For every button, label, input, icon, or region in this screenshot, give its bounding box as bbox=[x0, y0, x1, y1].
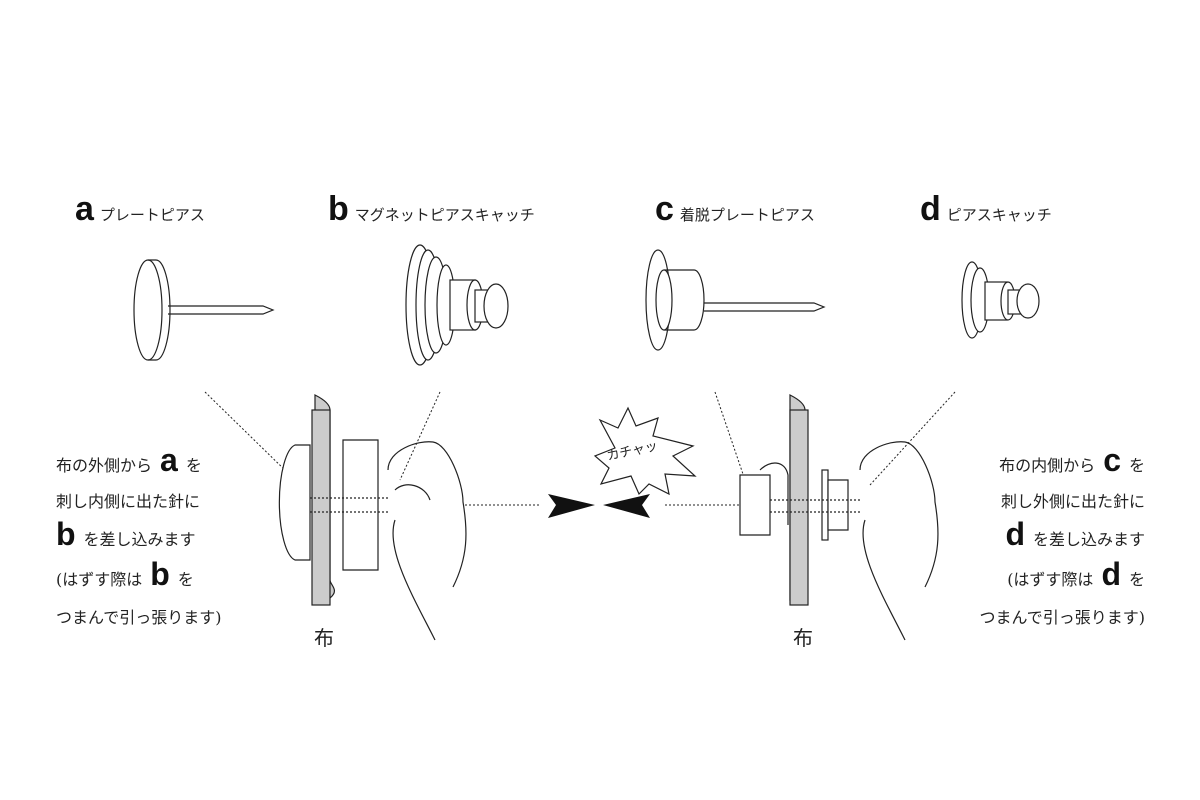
item-a-title: a プレートピアス bbox=[75, 190, 205, 229]
text: (はずす際は bbox=[56, 570, 143, 589]
text: 布の外側から bbox=[56, 456, 153, 475]
detachable-plate-pierce-c-illustration bbox=[645, 249, 826, 351]
text: を差し込みます bbox=[1032, 530, 1145, 549]
plate-pierce-a-illustration bbox=[133, 259, 275, 361]
right-instruction-line-5: つまんで引っ張ります) bbox=[980, 604, 1145, 628]
item-letter: b bbox=[150, 556, 170, 592]
left-instruction-line-3: b を差し込みます bbox=[56, 516, 196, 553]
item-letter: d bbox=[920, 190, 941, 228]
text: 刺し外側に出た針に bbox=[1000, 492, 1145, 511]
text: を差し込みます bbox=[83, 530, 196, 549]
right-instruction-line-3: d を差し込みます bbox=[1005, 516, 1145, 553]
text: つまんで引っ張ります) bbox=[56, 608, 222, 627]
text: を bbox=[1128, 570, 1145, 589]
item-label: プレートピアス bbox=[99, 206, 205, 224]
left-assembly-illustration bbox=[278, 394, 467, 641]
left-arrow-icon bbox=[603, 494, 650, 518]
item-d-title: d ピアスキャッチ bbox=[920, 190, 1052, 229]
text: を bbox=[177, 570, 194, 589]
magnet-catch-b-illustration bbox=[405, 244, 509, 366]
fabric-label-left: 布 bbox=[314, 626, 334, 650]
item-letter: a bbox=[75, 190, 94, 228]
click-burst-icon bbox=[593, 406, 697, 496]
left-instruction-line-5: つまんで引っ張ります) bbox=[56, 604, 221, 628]
item-letter: a bbox=[160, 442, 178, 478]
item-b-title: b マグネットピアスキャッチ bbox=[328, 190, 535, 229]
item-letter: d bbox=[1101, 556, 1121, 592]
item-label: ピアスキャッチ bbox=[946, 206, 1052, 224]
item-label: 着脱プレートピアス bbox=[679, 206, 815, 224]
item-letter: d bbox=[1005, 516, 1025, 552]
text: 刺し内側に出た針に bbox=[56, 492, 201, 511]
item-letter: b bbox=[56, 516, 76, 552]
item-label: マグネットピアスキャッチ bbox=[354, 206, 535, 224]
right-assembly-illustration bbox=[739, 394, 939, 641]
text: を bbox=[1128, 456, 1145, 475]
text: (はずす際は bbox=[1007, 570, 1094, 589]
text: つまんで引っ張ります) bbox=[979, 608, 1145, 627]
item-letter: c bbox=[1103, 442, 1121, 478]
item-letter: c bbox=[655, 190, 674, 228]
arrows bbox=[548, 494, 650, 518]
text: 布の内側から bbox=[999, 456, 1096, 475]
text: を bbox=[185, 456, 202, 475]
right-arrow-icon bbox=[548, 494, 595, 518]
item-c-title: c 着脱プレートピアス bbox=[655, 190, 815, 229]
pierce-catch-d-illustration bbox=[961, 261, 1040, 339]
fabric-label-right: 布 bbox=[793, 626, 813, 650]
guide-lines bbox=[204, 391, 956, 506]
left-instruction-line-2: 刺し内側に出た針に bbox=[56, 488, 200, 512]
item-letter: b bbox=[328, 190, 349, 228]
right-instruction-line-2: 刺し外側に出た針に bbox=[1001, 488, 1145, 512]
